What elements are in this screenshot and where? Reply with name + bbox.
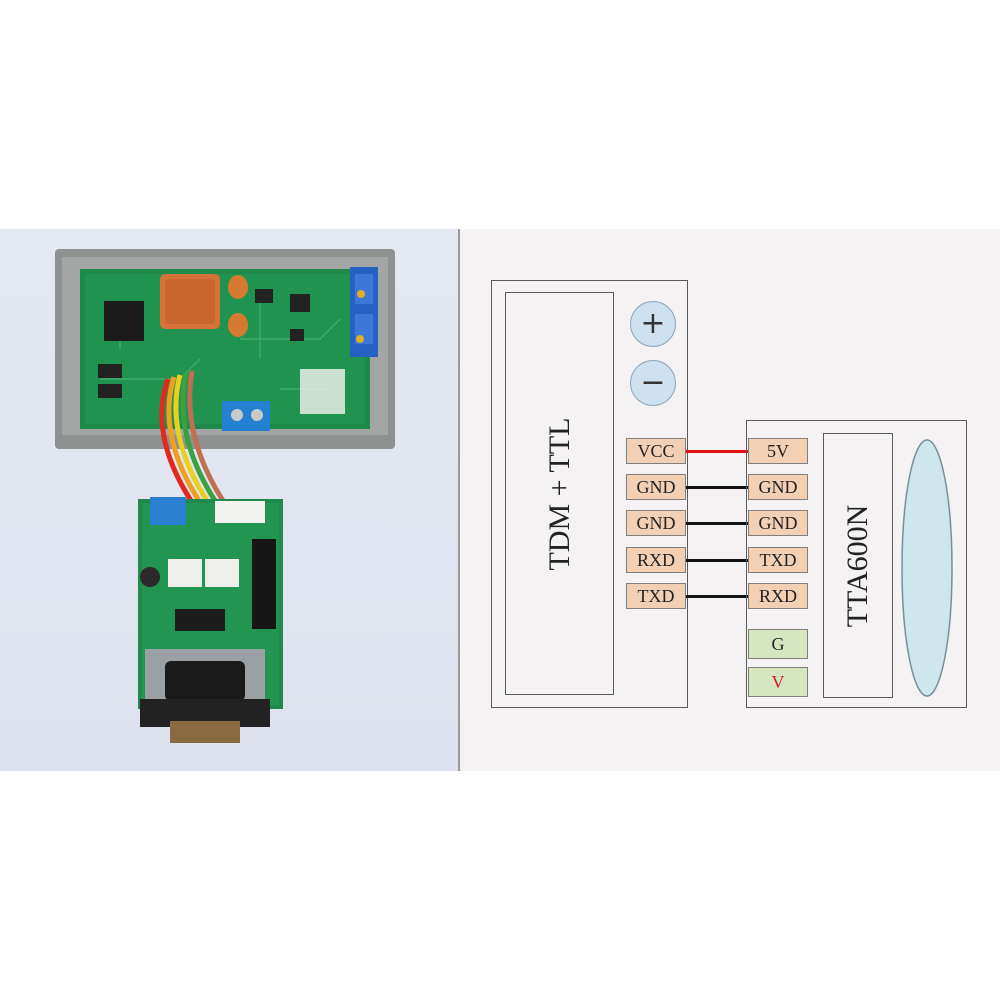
right-module (746, 420, 967, 708)
left-pin-gnd-2: GND (626, 510, 686, 536)
wiring-diagram: TDM + TTL + − VCC GND GND RXD TXD TTA600… (460, 229, 1000, 771)
pcb-photo-illustration (55, 249, 395, 743)
minus-icon: − (630, 360, 676, 406)
right-pin-gnd-2: GND (748, 510, 808, 536)
right-pin-gnd-1: GND (748, 474, 808, 500)
left-pin-vcc: VCC (626, 438, 686, 464)
right-pin-txd: TXD (748, 547, 808, 573)
left-pin-txd: TXD (626, 583, 686, 609)
mcu-chip (104, 301, 144, 341)
panel-divider (458, 229, 460, 771)
wire-gnd-gnd-1 (686, 486, 748, 489)
sensor-ellipse (901, 439, 953, 697)
wire-rxd-txd (686, 559, 748, 562)
plus-symbol: + (640, 306, 666, 341)
right-module-label-panel (823, 433, 893, 698)
wire-txd-rxd (686, 595, 748, 598)
wire-gnd-gnd-2 (686, 522, 748, 525)
right-pin-v: V (748, 667, 808, 697)
left-module-label: TDM + TTL (543, 417, 576, 571)
right-pin-g: G (748, 629, 808, 659)
left-pin-rxd: RXD (626, 547, 686, 573)
right-pin-rxd: RXD (748, 583, 808, 609)
hardware-photo (0, 229, 458, 771)
minus-symbol: − (640, 365, 666, 400)
right-module-label: TTA600N (841, 504, 874, 628)
left-module-label-panel (505, 292, 614, 695)
left-pin-gnd-1: GND (626, 474, 686, 500)
wire-vcc-5v (686, 450, 748, 453)
plus-icon: + (630, 301, 676, 347)
right-pin-5v: 5V (748, 438, 808, 464)
left-module (491, 280, 688, 708)
